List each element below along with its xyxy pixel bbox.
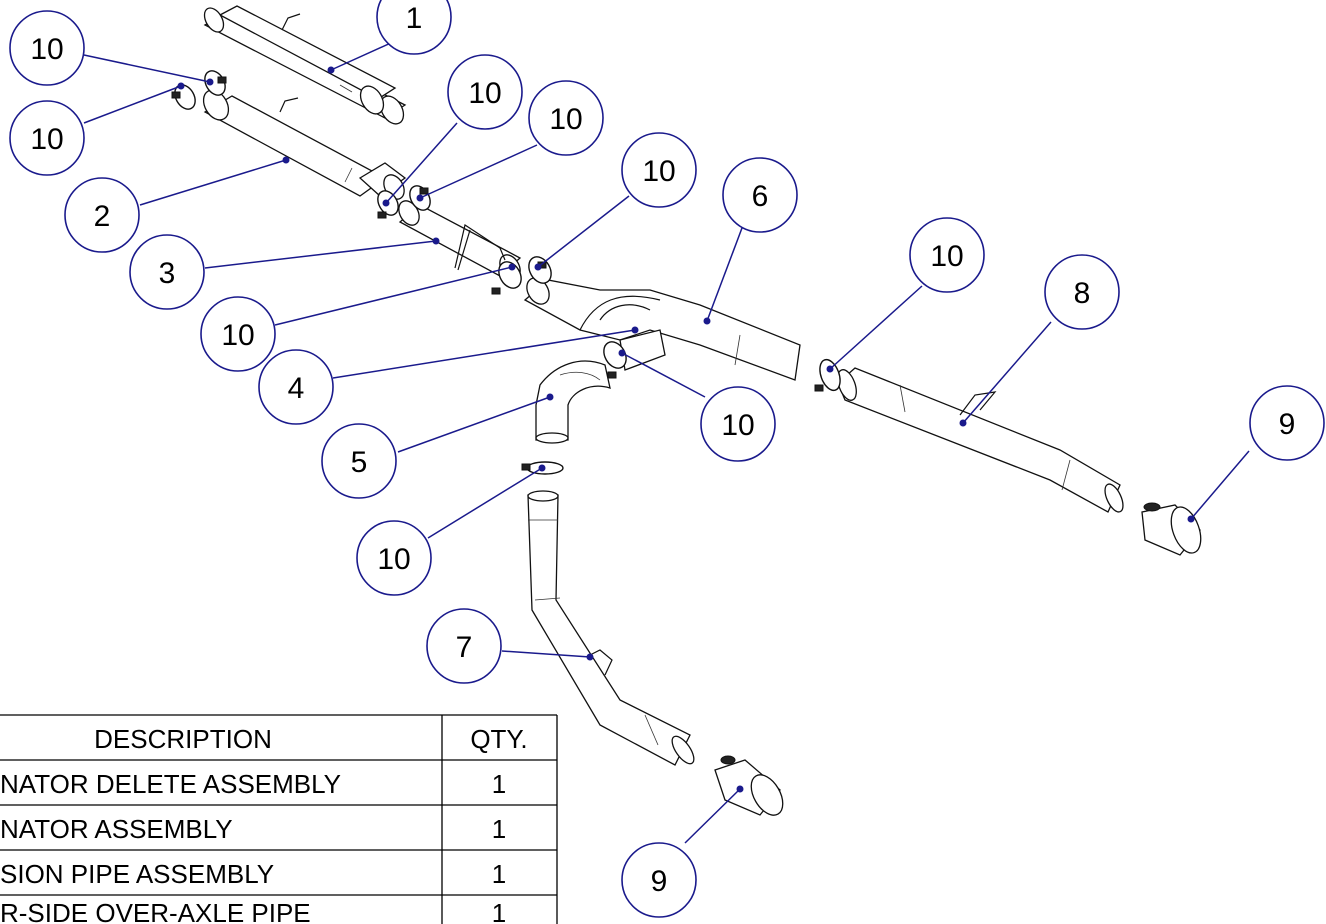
balloon-label: 8 — [1074, 277, 1091, 310]
balloon-label: 5 — [351, 446, 368, 479]
part-elbow — [535, 360, 611, 444]
balloon-10: 10 — [9, 100, 85, 176]
balloon-10: 10 — [700, 386, 776, 462]
bom-table: DESCRIPTION QTY. NATOR DELETE ASSEMBLY 1… — [0, 714, 558, 924]
balloon-9-right: 9 — [1249, 385, 1325, 461]
parts-illustration — [171, 5, 1202, 816]
balloon-label: 6 — [752, 180, 769, 213]
clamp — [528, 256, 552, 284]
bom-row-description: NATOR ASSEMBLY — [0, 814, 233, 844]
balloon-label: 10 — [221, 319, 254, 352]
balloon-label: 10 — [30, 123, 63, 156]
balloon-label: 10 — [721, 409, 754, 442]
part-passenger-pipe — [837, 367, 1124, 513]
balloon-7: 7 — [426, 608, 502, 684]
balloon-10: 10 — [528, 80, 604, 156]
balloon-10: 10 — [909, 217, 985, 293]
bom-row-qty: 1 — [492, 898, 506, 924]
part-driver-pipe — [527, 490, 695, 766]
balloon-4: 4 — [258, 349, 334, 425]
balloon-label: 10 — [549, 103, 582, 136]
bom-row-qty: 1 — [492, 769, 506, 799]
balloon-label: 10 — [30, 33, 63, 66]
balloon-10: 10 — [200, 296, 276, 372]
balloon-label: 9 — [1279, 408, 1296, 441]
bom-row-description: NATOR DELETE ASSEMBLY — [0, 769, 341, 799]
balloon-label: 10 — [930, 240, 963, 273]
clamp — [814, 358, 841, 392]
balloon-6: 6 — [722, 157, 798, 233]
balloon-label: 7 — [456, 631, 473, 664]
clamp — [204, 70, 227, 96]
balloon-label: 9 — [651, 865, 668, 898]
balloon-1: 1 — [376, 0, 452, 55]
balloon-10: 10 — [9, 10, 85, 86]
balloon-label: 10 — [642, 155, 675, 188]
clamp — [171, 84, 196, 110]
balloon-label: 4 — [288, 372, 305, 405]
part-exhaust-tip-left — [714, 755, 784, 816]
part-y-pipe — [523, 277, 801, 381]
bom-header-qty: QTY. — [470, 724, 527, 754]
balloon-3: 3 — [129, 234, 205, 310]
balloon-10: 10 — [621, 132, 697, 208]
part-resonator-delete — [203, 5, 407, 125]
balloon-label: 1 — [406, 2, 423, 35]
bom-header-description: DESCRIPTION — [94, 724, 272, 754]
bom-row-description: SION PIPE ASSEMBLY — [0, 859, 274, 889]
bom-row-qty: 1 — [492, 814, 506, 844]
balloon-label: 2 — [94, 200, 111, 233]
bom-row-qty: 1 — [492, 859, 506, 889]
balloon-label: 10 — [377, 543, 410, 576]
balloon-5: 5 — [321, 423, 397, 499]
balloon-10: 10 — [447, 54, 523, 130]
balloon-label: 10 — [468, 77, 501, 110]
bom-row-description: R-SIDE OVER-AXLE PIPE — [0, 898, 311, 924]
balloons: 1 2 3 4 5 6 7 8 — [9, 0, 1325, 918]
balloon-label: 3 — [159, 257, 176, 290]
balloon-2: 2 — [64, 177, 140, 253]
balloon-9-bottom: 9 — [621, 842, 697, 918]
leader-lines — [83, 41, 1250, 844]
balloon-8: 8 — [1044, 254, 1120, 330]
part-resonator — [202, 89, 407, 200]
balloon-10: 10 — [356, 520, 432, 596]
